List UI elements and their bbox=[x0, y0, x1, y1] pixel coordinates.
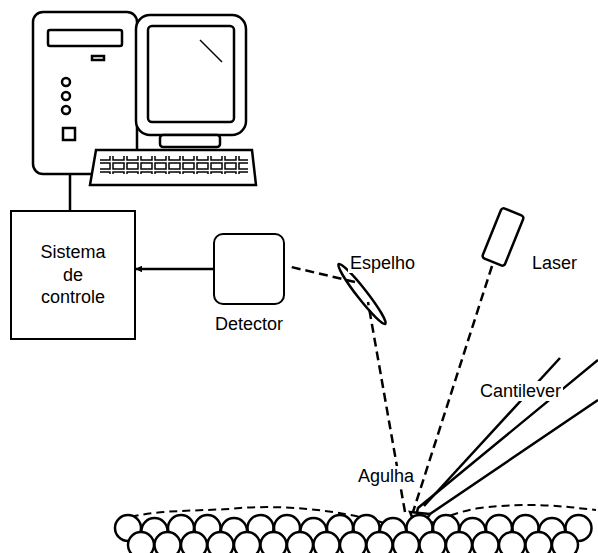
computer-keyboard bbox=[90, 150, 256, 185]
part-label: Espelho bbox=[348, 253, 417, 273]
control-system-box: Sistema de controle bbox=[10, 210, 136, 340]
signal-arrow bbox=[136, 268, 213, 271]
part-label: Laser bbox=[530, 253, 579, 273]
box-label: Sistema de controle bbox=[12, 241, 134, 309]
laser-beam bbox=[287, 266, 492, 512]
component-label: Detector bbox=[215, 313, 283, 336]
computer-icon bbox=[33, 12, 256, 185]
laser-source bbox=[482, 207, 524, 266]
cable bbox=[69, 175, 72, 212]
computer-monitor bbox=[136, 15, 246, 135]
detector-box: Detector bbox=[213, 233, 285, 305]
part-label: Agulha bbox=[356, 466, 416, 486]
part-label: Cantilever bbox=[478, 381, 563, 401]
sample-atoms bbox=[115, 515, 592, 553]
